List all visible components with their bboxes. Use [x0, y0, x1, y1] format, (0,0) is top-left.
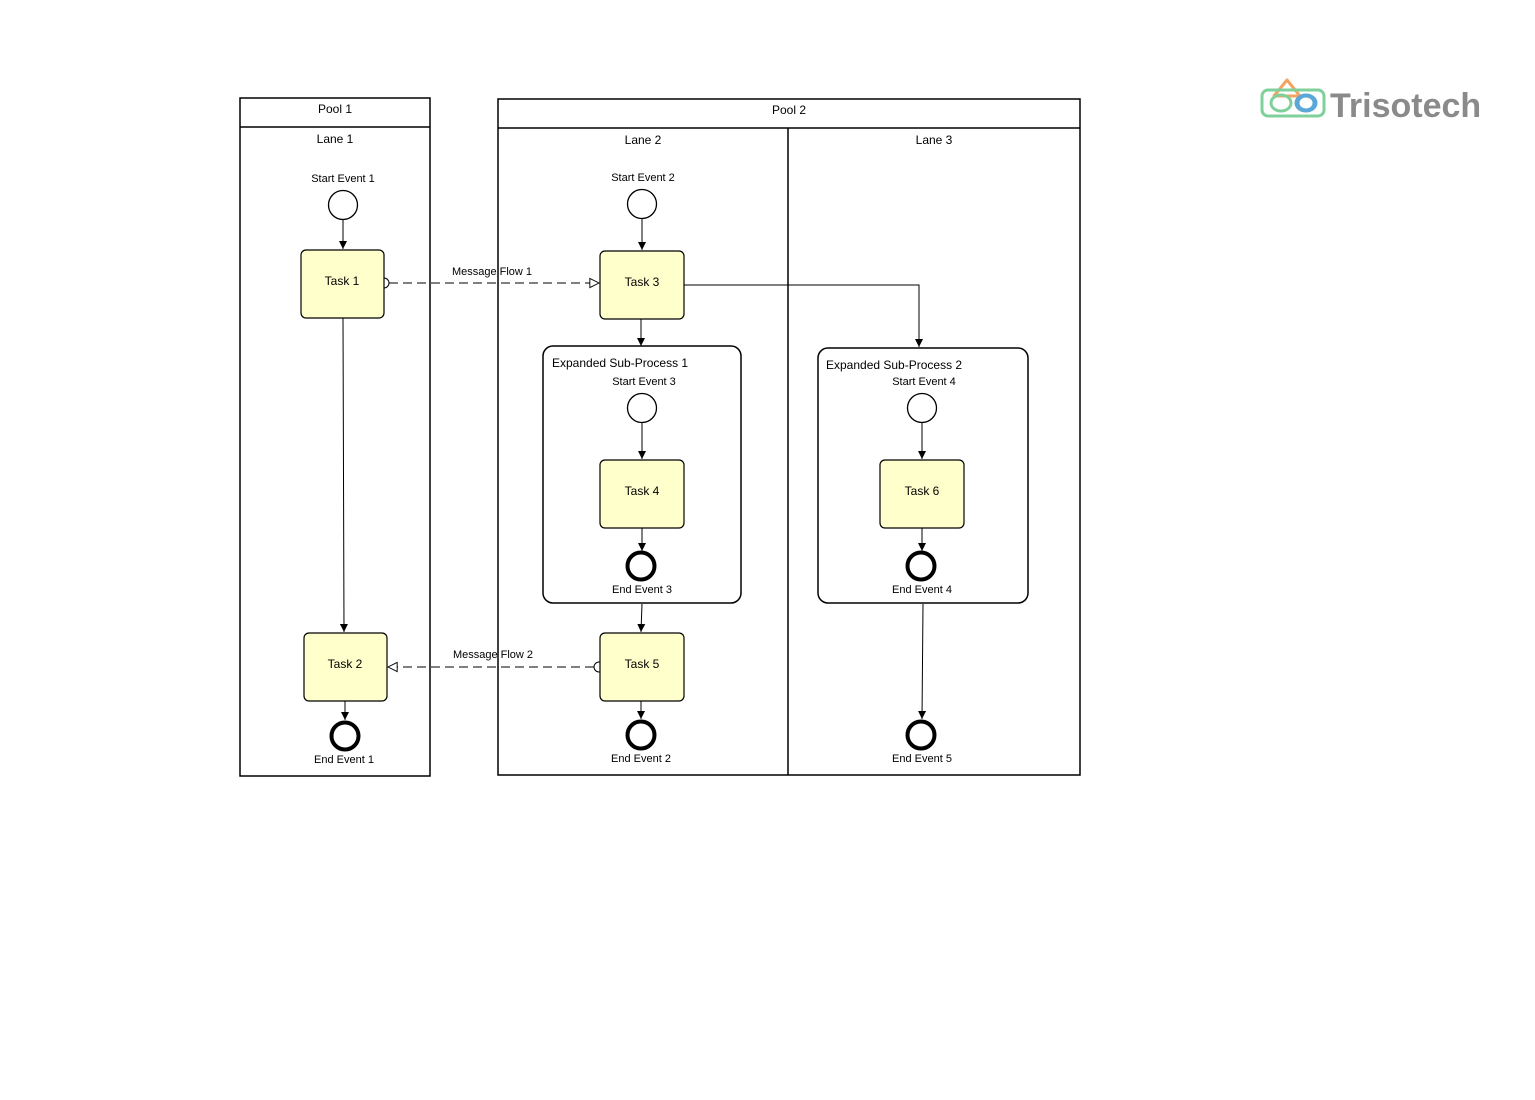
end-event-5-label: End Event 5 [892, 753, 952, 765]
flow-task3-sp2[interactable] [684, 284, 923, 347]
start-event-2-label: Start Event 2 [611, 172, 675, 184]
task-3[interactable]: Task 3 [599, 250, 685, 320]
end-event-2-label: End Event 2 [611, 753, 671, 765]
end-event-2[interactable]: End Event 2 [611, 719, 671, 766]
task-6-label: Task 6 [905, 484, 940, 498]
end-event-3-label: End Event 3 [612, 584, 672, 596]
task-1[interactable]: Task 1 [300, 249, 385, 319]
pool-2-label: Pool 2 [772, 103, 806, 117]
lane-1-label: Lane 1 [317, 132, 354, 146]
task-3-label: Task 3 [625, 275, 660, 289]
sub-process-2-label: Expanded Sub-Process 2 [826, 358, 962, 372]
task-2[interactable]: Task 2 [303, 632, 388, 702]
task-1-label: Task 1 [325, 274, 360, 288]
end-event-1-label: End Event 1 [314, 754, 374, 766]
lane-3-label: Lane 3 [916, 133, 953, 147]
trisotech-logo: Trisotech [1260, 78, 1481, 125]
start-event-3[interactable]: Start Event 3 [612, 376, 676, 424]
end-event-4-label: End Event 4 [892, 584, 952, 596]
flow-sp2-end5[interactable] [918, 603, 927, 720]
task-5[interactable]: Task 5 [599, 632, 685, 702]
start-event-4-label: Start Event 4 [892, 376, 956, 388]
message-flow-2-label: Message Flow 2 [453, 649, 533, 661]
task-2-label: Task 2 [328, 657, 363, 671]
end-event-1[interactable]: End Event 1 [314, 720, 374, 767]
start-event-2[interactable]: Start Event 2 [611, 172, 675, 220]
task-4[interactable]: Task 4 [599, 459, 685, 529]
start-event-4[interactable]: Start Event 4 [892, 376, 956, 424]
sub-process-1-label: Expanded Sub-Process 1 [552, 356, 688, 370]
sequence-flows [339, 219, 927, 720]
end-event-4[interactable]: End Event 4 [892, 550, 952, 597]
start-event-3-label: Start Event 3 [612, 376, 676, 388]
task-5-label: Task 5 [625, 657, 660, 671]
flow-task1-task2[interactable] [339, 317, 348, 633]
task-6[interactable]: Task 6 [879, 459, 965, 529]
end-event-5[interactable]: End Event 5 [892, 719, 952, 766]
trisotech-logo-icon [1260, 78, 1326, 118]
pool-1-label: Pool 1 [318, 102, 352, 116]
trisotech-logo-text: Trisotech [1330, 87, 1481, 125]
message-flow-1-label: Message Flow 1 [452, 266, 532, 278]
start-event-1[interactable]: Start Event 1 [311, 173, 375, 221]
start-event-1-label: Start Event 1 [311, 173, 375, 185]
flow-sp1-task5[interactable] [637, 603, 646, 633]
lane-2-label: Lane 2 [625, 133, 662, 147]
task-4-label: Task 4 [625, 484, 660, 498]
end-event-3[interactable]: End Event 3 [612, 550, 672, 597]
